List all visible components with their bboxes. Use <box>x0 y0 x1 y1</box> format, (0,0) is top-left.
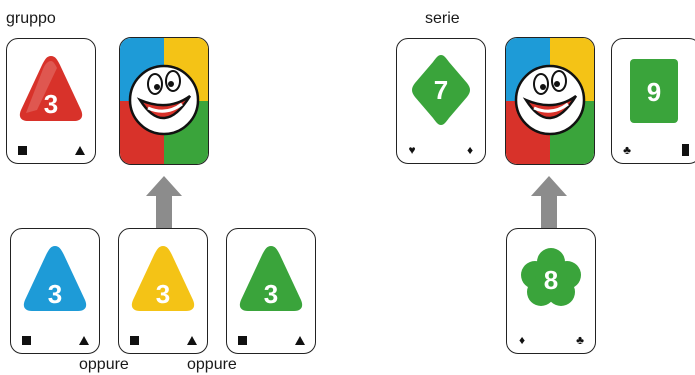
card-green-9-rectangle[interactable]: 9 ♣ <box>611 38 695 164</box>
club-icon: ♣ <box>574 334 586 346</box>
square-icon <box>20 334 32 346</box>
group-label: gruppo <box>6 10 56 28</box>
triangle-icon <box>74 144 86 156</box>
smiley-joker-icon <box>120 38 208 164</box>
square-icon <box>128 334 140 346</box>
diamond-icon: ♦ <box>516 334 528 346</box>
card-yellow-3-triangle[interactable]: 3 <box>118 228 208 354</box>
card-value: 3 <box>11 279 99 310</box>
up-arrow-icon <box>531 176 567 228</box>
triangle-icon <box>186 334 198 346</box>
or-label-2: oppure <box>187 356 237 374</box>
up-arrow-icon <box>146 176 182 228</box>
joker-card[interactable] <box>119 37 209 165</box>
triangle-icon <box>78 334 90 346</box>
card-value: 9 <box>612 77 695 108</box>
card-green-8-flower[interactable]: 8 ♦ ♣ <box>506 228 596 354</box>
square-icon <box>236 334 248 346</box>
card-value: 3 <box>7 89 95 120</box>
card-value: 3 <box>227 279 315 310</box>
or-label-1: oppure <box>79 356 129 374</box>
card-value: 7 <box>397 75 485 106</box>
card-green-7-diamond[interactable]: 7 ♥ ♦ <box>396 38 486 164</box>
card-blue-3-triangle[interactable]: 3 <box>10 228 100 354</box>
rectangle-icon <box>679 144 691 156</box>
card-red-3-triangle[interactable]: 3 <box>6 38 96 164</box>
diamond-icon: ♦ <box>464 144 476 156</box>
triangle-icon <box>294 334 306 346</box>
series-label: serie <box>425 10 460 28</box>
smiley-joker-icon <box>506 38 594 164</box>
square-icon <box>16 144 28 156</box>
card-value: 8 <box>507 265 595 296</box>
card-value: 3 <box>119 279 207 310</box>
card-green-3-triangle[interactable]: 3 <box>226 228 316 354</box>
heart-icon: ♥ <box>406 144 418 156</box>
club-icon: ♣ <box>621 144 633 156</box>
joker-card[interactable] <box>505 37 595 165</box>
